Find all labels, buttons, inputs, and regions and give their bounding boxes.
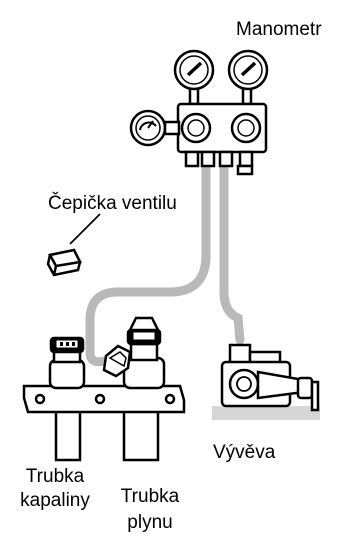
right-valve-handle bbox=[230, 112, 262, 144]
hose-to-gas-valve bbox=[85, 163, 211, 367]
manifold-gauge-set bbox=[129, 49, 269, 176]
hose-to-vacuum-pump bbox=[219, 163, 245, 345]
service-valves bbox=[22, 316, 186, 462]
valve-cap-label: Čepička ventilu bbox=[48, 192, 177, 214]
right-gauge-stem bbox=[241, 86, 253, 106]
left-gauge-stem bbox=[188, 86, 200, 106]
liquid-pipe-label-line1: Trubka bbox=[26, 466, 85, 487]
pump-motor-end bbox=[228, 368, 260, 400]
liquid-pipe-label-line2: kapaliny bbox=[20, 490, 90, 511]
vacuum-pump-label: Vývěva bbox=[213, 442, 276, 463]
hoses bbox=[85, 163, 245, 367]
vacuum-pump bbox=[212, 343, 320, 420]
gas-pipe-label-line2: plynu bbox=[127, 512, 172, 533]
manometer-label: Manometr bbox=[236, 19, 322, 40]
valve-cap-icon bbox=[46, 213, 101, 277]
gas-pipe-label-line1: Trubka bbox=[121, 486, 180, 507]
left-valve-handle bbox=[180, 112, 212, 144]
pump-base bbox=[212, 406, 320, 420]
